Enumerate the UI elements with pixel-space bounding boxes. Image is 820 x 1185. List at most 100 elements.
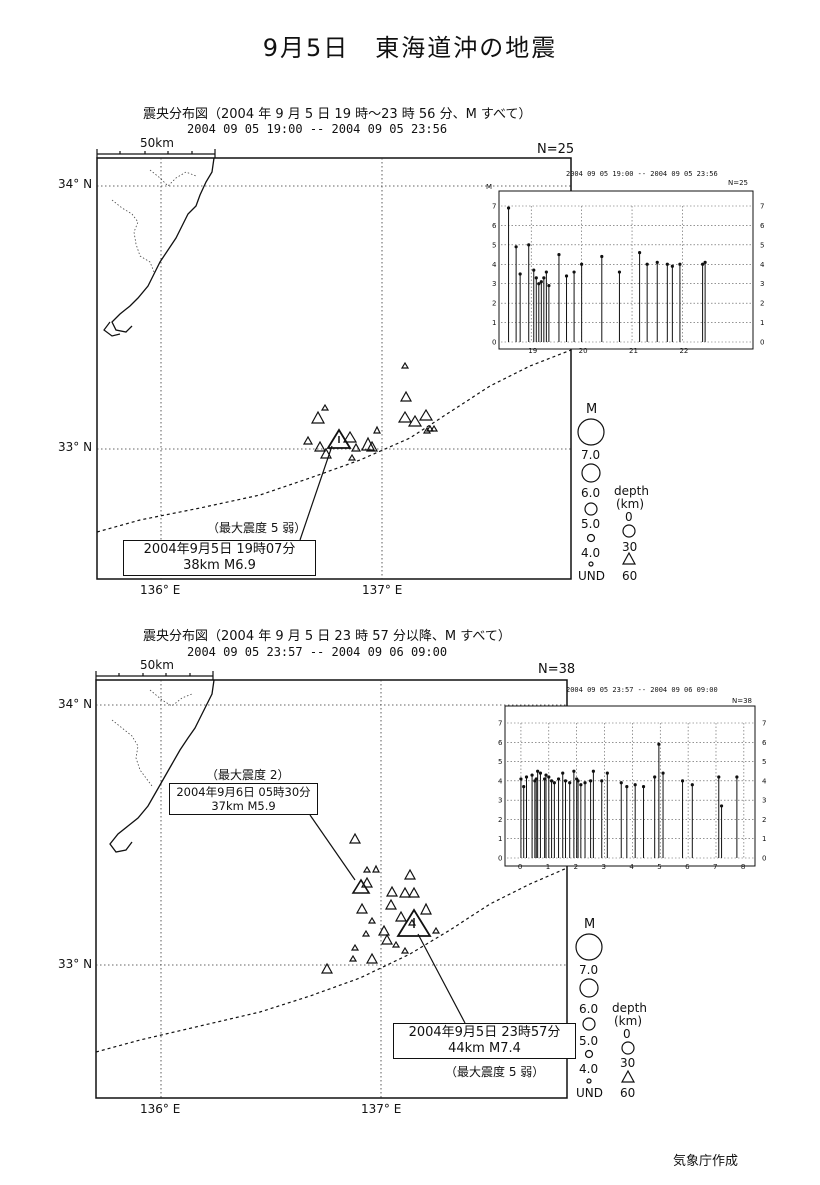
panel1-coastline — [111, 157, 215, 333]
chart2-bar-top — [538, 771, 543, 775]
panel2-scale-bar — [95, 671, 214, 680]
panel2-event-box-1: 2004年9月6日 05時30分 37km M5.9 — [169, 783, 318, 815]
chart2-ytick-left: 1 — [498, 835, 502, 843]
legend1-depth-title: depth — [614, 484, 649, 498]
panel2-lon137-label: 137° E — [361, 1102, 402, 1116]
panel1-event-line1: 2004年9月5日 19時07分 — [143, 542, 296, 557]
chart2-bar-top — [619, 781, 623, 785]
panel1-max-intensity: （最大震度 5 弱） — [207, 521, 307, 535]
chart1-bar-top — [572, 270, 576, 274]
panel2-lat33-label: 33° N — [58, 957, 93, 971]
chart2-ytick-right: 3 — [762, 797, 766, 805]
panel1-event-box: 2004年9月5日 19時07分 38km M6.9 — [123, 540, 316, 576]
chart2-xtick: 5 — [657, 863, 661, 871]
panel2-callout-line-1 — [309, 814, 356, 881]
chart1-ytick-left: 5 — [492, 241, 496, 249]
chart2-bar-top — [519, 777, 523, 781]
chart1-ytick-left: 6 — [492, 222, 497, 230]
legend1-m7-circle — [577, 418, 605, 446]
chart2-xtick: 8 — [741, 863, 745, 871]
legend2-m5-circle — [582, 1017, 596, 1031]
chart2-ytick-left: 6 — [498, 739, 503, 747]
legend1-m-title: M — [586, 402, 598, 417]
chart2-ytick-right: 0 — [762, 855, 766, 863]
chart1-ytick-left: 7 — [492, 203, 496, 211]
chart1-ytick-left: 4 — [492, 261, 497, 269]
chart1-bar-top — [600, 254, 604, 259]
chart2-bar-top — [719, 804, 724, 808]
chart1-bar-top — [670, 264, 674, 268]
chart2-xtick: 4 — [629, 863, 634, 871]
panel2-chart-title: 2004 09 05 23:57 -- 2004 09 06 09:00 — [566, 686, 718, 694]
panel1-lon136-label: 136° E — [140, 583, 181, 597]
panel1-map — [96, 149, 572, 580]
chart2-bar-top — [534, 777, 538, 781]
panel2-event-box-2: 2004年9月5日 23時57分 44km M7.4 — [393, 1023, 576, 1059]
legend1-depth60-triangle — [621, 551, 637, 565]
chart1-ytick-right: 1 — [760, 319, 764, 327]
legend1-m6-circle — [581, 463, 601, 483]
chart1-bar-top — [665, 262, 669, 266]
chart2-xtick: 0 — [518, 863, 522, 871]
panel1-epicenters — [302, 361, 439, 461]
chart1-bar-top — [580, 262, 584, 266]
chart2-bar-top — [633, 783, 637, 787]
panel1-scale-label: 50km — [140, 136, 174, 150]
chart2-bar-top — [530, 773, 534, 777]
legend1-und-label: UND — [578, 569, 605, 583]
chart1-ytick-right: 4 — [760, 261, 765, 269]
legend1-depth0-label: 0 — [625, 510, 633, 524]
chart2-bar-top — [735, 775, 739, 779]
chart2-bar-top — [579, 783, 583, 787]
legend2-depth60-triangle — [620, 1069, 636, 1083]
panel1-boundary — [111, 199, 155, 273]
chart2-bar-top — [552, 781, 556, 785]
chart1-xtick: 21 — [629, 347, 638, 355]
panel1-event-line2: 38km M6.9 — [183, 558, 256, 573]
panel2-event2-line2: 44km M7.4 — [448, 1041, 521, 1056]
chart1-bar-top — [701, 262, 705, 266]
chart2-bar-top — [680, 779, 685, 783]
panel1-trough — [96, 349, 572, 533]
chart1-bar-top — [539, 280, 543, 284]
legend2-m7-label: 7.0 — [579, 963, 599, 977]
chart1-bar-top — [506, 206, 511, 210]
panel2-event2-intensity: （最大震度 5 弱） — [445, 1065, 545, 1079]
panel1-legend-symbols — [577, 418, 637, 567]
chart1-bar-top — [564, 274, 569, 278]
legend1-m5-label: 5.0 — [581, 517, 601, 531]
chart2-ytick-right: 6 — [762, 739, 767, 747]
chart2-ytick-right: 7 — [762, 720, 766, 728]
chart1-bar-top — [514, 245, 518, 249]
chart2-bar-top — [524, 775, 529, 779]
page-title: 9月5日 東海道沖の地震 — [262, 34, 558, 62]
panel2-period: 2004 09 05 23:57 -- 2004 09 06 09:00 — [187, 645, 448, 659]
chart2-ytick-right: 2 — [762, 816, 766, 824]
legend1-m5-circle — [584, 502, 598, 516]
panel1-count: N=25 — [537, 142, 575, 157]
chart2-bar-top — [661, 771, 665, 775]
chart2-ytick-left: 7 — [498, 720, 502, 728]
chart2-ytick-right: 1 — [762, 835, 766, 843]
panel1-chart-title: 2004 09 05 19:00 -- 2004 09 05 23:56 — [566, 170, 718, 178]
panel1-callout-line — [299, 445, 333, 541]
panel1-mainshock-marker — [326, 428, 352, 449]
panel1-grid — [97, 158, 571, 579]
chart1-ytick-left: 0 — [492, 339, 496, 347]
chart2-ytick-left: 2 — [498, 816, 502, 824]
legend2-depth60-label: 60 — [620, 1086, 636, 1100]
legend2-m7-circle — [575, 933, 603, 961]
chart2-bar-top — [544, 773, 548, 777]
chart1-bar-top — [527, 243, 531, 247]
chart2-bar-top — [563, 779, 568, 783]
legend2-depth30-circle — [621, 1041, 635, 1055]
chart2-xtick: 3 — [602, 863, 606, 871]
panel2-event2-line1: 2004年9月5日 23時57分 — [408, 1025, 561, 1040]
chart2-bar-top — [575, 777, 579, 781]
chart2-xtick: 7 — [713, 863, 717, 871]
chart1-bar-top — [638, 251, 642, 255]
chart2-bar-top — [657, 742, 661, 746]
chart2-bar-top — [556, 777, 561, 781]
